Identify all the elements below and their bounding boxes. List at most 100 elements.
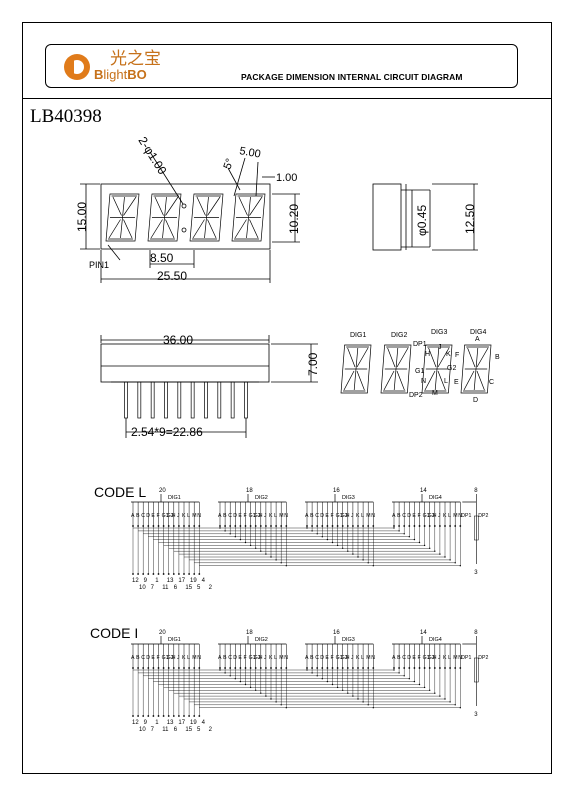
- circuit-seg-label: H: [172, 513, 176, 519]
- circuit-seg-label: G1: [336, 513, 343, 519]
- circuit-seg-label: G2: [341, 655, 348, 661]
- circuit-pin-number: 5: [197, 585, 201, 591]
- circuit-digit-label: DIG3: [342, 495, 355, 501]
- circuit-seg-label: M: [279, 513, 283, 519]
- circuit-seg-label: D: [407, 513, 411, 519]
- logo-b: B: [94, 67, 104, 82]
- circuit-seg-label: E: [325, 513, 329, 519]
- circuit-seg-label: H: [346, 513, 350, 519]
- front-hole-mark: [181, 203, 187, 209]
- circuit-seg-label: D: [233, 655, 237, 661]
- map-seg-l: L: [444, 378, 448, 385]
- circuit-seg-label: K: [269, 655, 273, 661]
- circuit-seg-label: J: [264, 513, 267, 519]
- circuit-seg-label: G2: [167, 655, 174, 661]
- circuit-dp-pin: 3: [474, 570, 478, 576]
- circuit-seg-label: F: [331, 513, 334, 519]
- bottom-pin: [190, 381, 195, 419]
- map-digit-1: [340, 344, 372, 394]
- circuit-seg-label: A: [218, 655, 222, 661]
- bottom-pin: [137, 381, 142, 419]
- circuit-common-pin: 8: [474, 630, 478, 636]
- map-dig4: DIG4: [470, 329, 486, 336]
- map-digit-4: [460, 344, 492, 394]
- circuit-seg-label: H: [259, 513, 263, 519]
- circuit-common-pin: 8: [474, 488, 478, 494]
- bottom-pin: [204, 381, 208, 419]
- circuit-seg-label: G2: [167, 513, 174, 519]
- circuit-pin-number: 10: [139, 585, 146, 591]
- circuit-digit-label: DIG3: [342, 637, 355, 643]
- circuit-seg-label: G1: [162, 655, 169, 661]
- circuit-pin-number: 13: [167, 720, 174, 726]
- circuit-seg-label: G1: [249, 655, 256, 661]
- circuit-pin-number: 9: [144, 720, 148, 726]
- circuit-pin-number: 17: [178, 578, 185, 584]
- circuit-seg-label: K: [182, 655, 186, 661]
- logo-bo: BO: [127, 67, 147, 82]
- circuit-seg-label: M: [366, 655, 370, 661]
- circuit-seg-label: A: [218, 513, 222, 519]
- front-width: 25.50: [157, 269, 187, 283]
- side-pin-dia: φ0.45: [415, 205, 429, 236]
- circuit-seg-label: B: [310, 655, 314, 661]
- circuit-digit-label: DIG4: [429, 495, 442, 501]
- circuit-seg-label: E: [325, 655, 329, 661]
- map-seg-m: M: [432, 390, 438, 397]
- circuit-seg-label: G1: [423, 513, 430, 519]
- circuit-seg-label: L: [448, 513, 451, 519]
- circuit-seg-label: A: [392, 655, 396, 661]
- circuit-common-pin: 14: [420, 630, 427, 636]
- front-pitch: 8.50: [150, 251, 174, 265]
- circuit-bus: [132, 668, 461, 717]
- bottom-pin: [150, 381, 155, 419]
- circuit-seg-label: A: [305, 513, 309, 519]
- circuit-pin-number: 2: [209, 585, 213, 591]
- circuit-seg-label: B: [223, 513, 227, 519]
- circuit-seg-label: G1: [249, 513, 256, 519]
- circuit-pin-number: 12: [132, 578, 139, 584]
- front-hole-mark: [181, 227, 187, 233]
- circuit-seg-label: B: [397, 513, 401, 519]
- circuit-seg-label: K: [356, 513, 360, 519]
- map-seg-dp1: DP1: [413, 341, 427, 348]
- circuit-dp1-label: DP1: [461, 513, 471, 519]
- circuit-seg-label: N: [284, 655, 288, 661]
- circuit-seg-label: M: [279, 655, 283, 661]
- circuit-seg-label: H: [346, 655, 350, 661]
- circuit-seg-label: B: [223, 655, 227, 661]
- circuit-seg-label: B: [136, 513, 140, 519]
- front-digit-height: 10.20: [287, 204, 301, 234]
- circuit-common-pin: 18: [246, 630, 253, 636]
- front-pin1: PIN1: [89, 260, 109, 270]
- circuit-pin-number: 10: [139, 727, 146, 733]
- circuit-seg-label: E: [151, 513, 155, 519]
- circuit-bus: [132, 526, 461, 575]
- circuit-pin-number: 11: [162, 585, 169, 591]
- circuit-seg-label: L: [274, 655, 277, 661]
- circuit-common-pin: 16: [333, 630, 340, 636]
- map-seg-e: E: [454, 379, 459, 386]
- circuit-digit-label: DIG4: [429, 637, 442, 643]
- circuit-seg-label: D: [146, 655, 150, 661]
- circuit-seg-label: C: [228, 513, 232, 519]
- circuit-seg-label: M: [366, 513, 370, 519]
- circuit-seg-label: F: [418, 655, 421, 661]
- map-seg-dp2: DP2: [409, 392, 423, 399]
- header-separator: [22, 98, 552, 99]
- header-box: [45, 44, 518, 88]
- bottom-height: 7.00: [306, 352, 320, 376]
- map-seg-d: D: [473, 397, 478, 404]
- circuit-seg-label: N: [197, 655, 201, 661]
- segment-map-digits: [340, 344, 492, 394]
